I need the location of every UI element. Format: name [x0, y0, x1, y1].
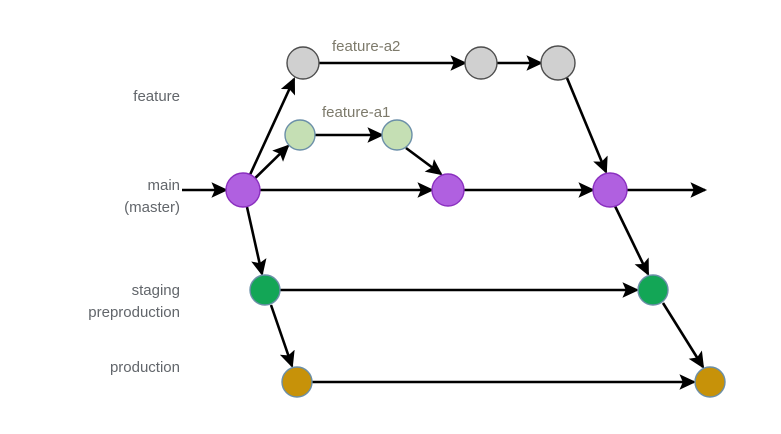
commit-node-staging-2[interactable] [637, 274, 669, 306]
lane-label-main-line1: main [147, 177, 180, 194]
lane-label-feature: feature [133, 88, 180, 105]
branch-label-feature-a2: feature-a2 [332, 38, 400, 55]
commit-node-a1-commit-1[interactable] [284, 119, 316, 151]
lane-label-production: production [110, 359, 180, 376]
edge-edge-merge-2-to-staging-2 [613, 205, 650, 276]
commit-node-a2-commit-1[interactable] [286, 46, 320, 80]
edge-edge-a1-2-to-main-merge-1 [405, 146, 443, 176]
edge-edge-staging-2-to-prod-2 [661, 302, 705, 369]
commit-node-main-root[interactable] [225, 172, 261, 208]
commit-node-staging-1[interactable] [249, 274, 281, 306]
lane-label-staging: staging [132, 282, 180, 299]
edge-edge-staging-1-to-prod-1 [269, 304, 295, 368]
commit-node-production-2[interactable] [694, 366, 726, 398]
commit-node-a2-commit-3[interactable] [540, 45, 576, 81]
commit-node-main-merge-2[interactable] [592, 172, 628, 208]
commit-node-production-1[interactable] [281, 366, 313, 398]
edge-edge-a2-3-to-main-merge-2 [565, 77, 608, 174]
lane-label-preproduction: preproduction [88, 304, 180, 321]
lane-labels-layer: feature main (master) staging preproduction p… [88, 88, 180, 376]
edge-edge-main-root-to-a2 [241, 77, 296, 191]
nodes-layer [225, 45, 726, 398]
edge-edge-main-root-to-staging [245, 206, 267, 277]
commit-node-main-merge-1[interactable] [431, 173, 465, 207]
commit-node-a2-commit-2[interactable] [464, 46, 498, 80]
commit-node-a1-commit-2[interactable] [381, 119, 413, 151]
branch-label-feature-a1: feature-a1 [322, 104, 390, 121]
edges-layer [182, 55, 708, 390]
lane-label-main-line2: (master) [124, 199, 180, 216]
branch-labels-layer: feature-a2 feature-a1 [322, 38, 400, 121]
